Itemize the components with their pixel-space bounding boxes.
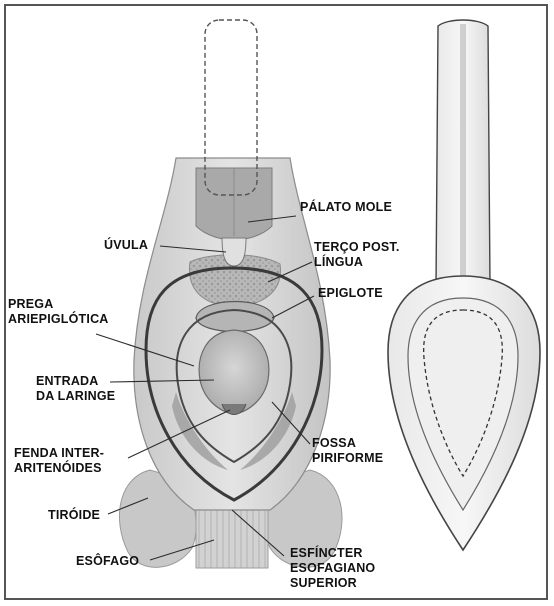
label-entrada-laringe: ENTRADA DA LARINGE [36,374,115,404]
label-epiglote: EPIGLOTE [318,286,383,301]
label-palato-mole: PÁLATO MOLE [300,200,392,215]
label-tiroide: TIRÓIDE [48,508,100,523]
label-esofago: ESÔFAGO [76,554,139,569]
label-fossa-piriforme: FOSSA PIRIFORME [312,436,383,466]
label-uvula: ÚVULA [104,238,148,253]
left-anatomy [119,20,342,568]
label-terco-post-lingua: TERÇO POST. LÍNGUA [314,240,400,270]
label-esfincter: ESFÍNCTER ESOFAGIANO SUPERIOR [290,546,375,591]
label-prega-ariepiglotica: PREGA ARIEPIGLÓTICA [8,297,109,327]
label-fenda-interaritenoides: FENDA INTER- ARITENÓIDES [14,446,104,476]
laryngeal-mask-device [388,20,540,550]
